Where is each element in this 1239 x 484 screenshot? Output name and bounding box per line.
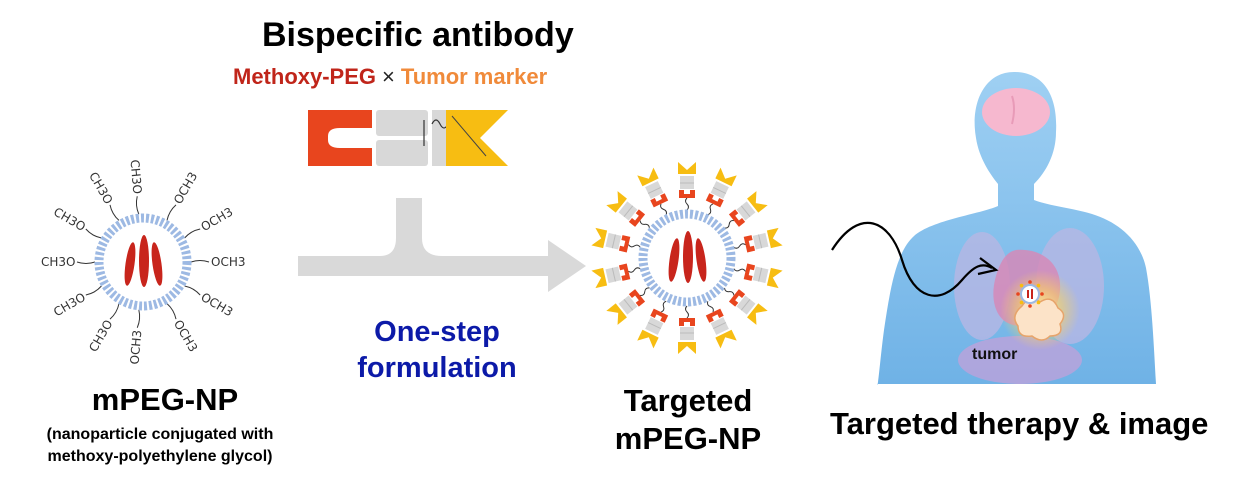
mini-antibody-icon bbox=[1040, 292, 1044, 296]
mpeg-np-particle-icon bbox=[76, 196, 210, 328]
delivery-arrow bbox=[831, 221, 999, 297]
targeted-np-particle-icon bbox=[591, 162, 783, 354]
outcome-label: Targeted therapy & image bbox=[830, 406, 1209, 441]
antibody-icon bbox=[591, 227, 641, 253]
antibody-icon bbox=[637, 167, 669, 215]
antibody-icon bbox=[678, 305, 696, 354]
mini-antibody-icon bbox=[1019, 283, 1024, 288]
antibody-icon bbox=[606, 287, 650, 325]
cross-symbol: × bbox=[382, 64, 395, 89]
antibody-icon bbox=[705, 167, 737, 216]
antibody-icon bbox=[591, 263, 641, 289]
human-body-icon bbox=[877, 72, 1156, 385]
methoxy-group-label: CH3O bbox=[41, 255, 76, 269]
antibody-icon bbox=[724, 191, 768, 229]
mpeg-np-description: (nanoparticle conjugated with methoxy-po… bbox=[46, 426, 274, 465]
antibody-icon bbox=[637, 300, 669, 349]
mini-antibody-icon bbox=[1036, 283, 1041, 288]
antibody-icon bbox=[678, 162, 696, 211]
mini-antibody-icon bbox=[1036, 300, 1041, 305]
antibody-icon bbox=[724, 287, 768, 325]
mini-antibody-icon bbox=[1028, 304, 1032, 308]
mpeg-np-label: mPEG-NP bbox=[91, 382, 239, 417]
mini-antibody-icon bbox=[1028, 280, 1032, 284]
mini-antibody-icon bbox=[1019, 300, 1024, 305]
process-arrow bbox=[298, 198, 586, 292]
antibody-icon bbox=[705, 301, 737, 349]
methoxy-peg-label: Methoxy-PEG bbox=[233, 64, 377, 89]
antibody-subtitle: Methoxy-PEG×Tumor marker bbox=[233, 64, 547, 90]
tumor-marker-label: Tumor marker bbox=[400, 64, 548, 89]
antibody-icon bbox=[606, 191, 650, 229]
tumor-label: tumor bbox=[972, 346, 1018, 363]
bispecific-antibody-icon bbox=[308, 110, 508, 166]
process-label: One-step formulation bbox=[357, 316, 517, 384]
diagram-title: Bispecific antibody bbox=[262, 16, 574, 54]
methoxy-group-label: CH3O bbox=[127, 159, 145, 195]
antibody-icon bbox=[733, 227, 783, 253]
antibody-icon bbox=[733, 263, 783, 289]
mini-antibody-icon bbox=[1016, 292, 1020, 296]
targeted-np-label: Targeted mPEG-NP bbox=[614, 383, 762, 456]
methoxy-group-label: OCH3 bbox=[211, 255, 246, 269]
